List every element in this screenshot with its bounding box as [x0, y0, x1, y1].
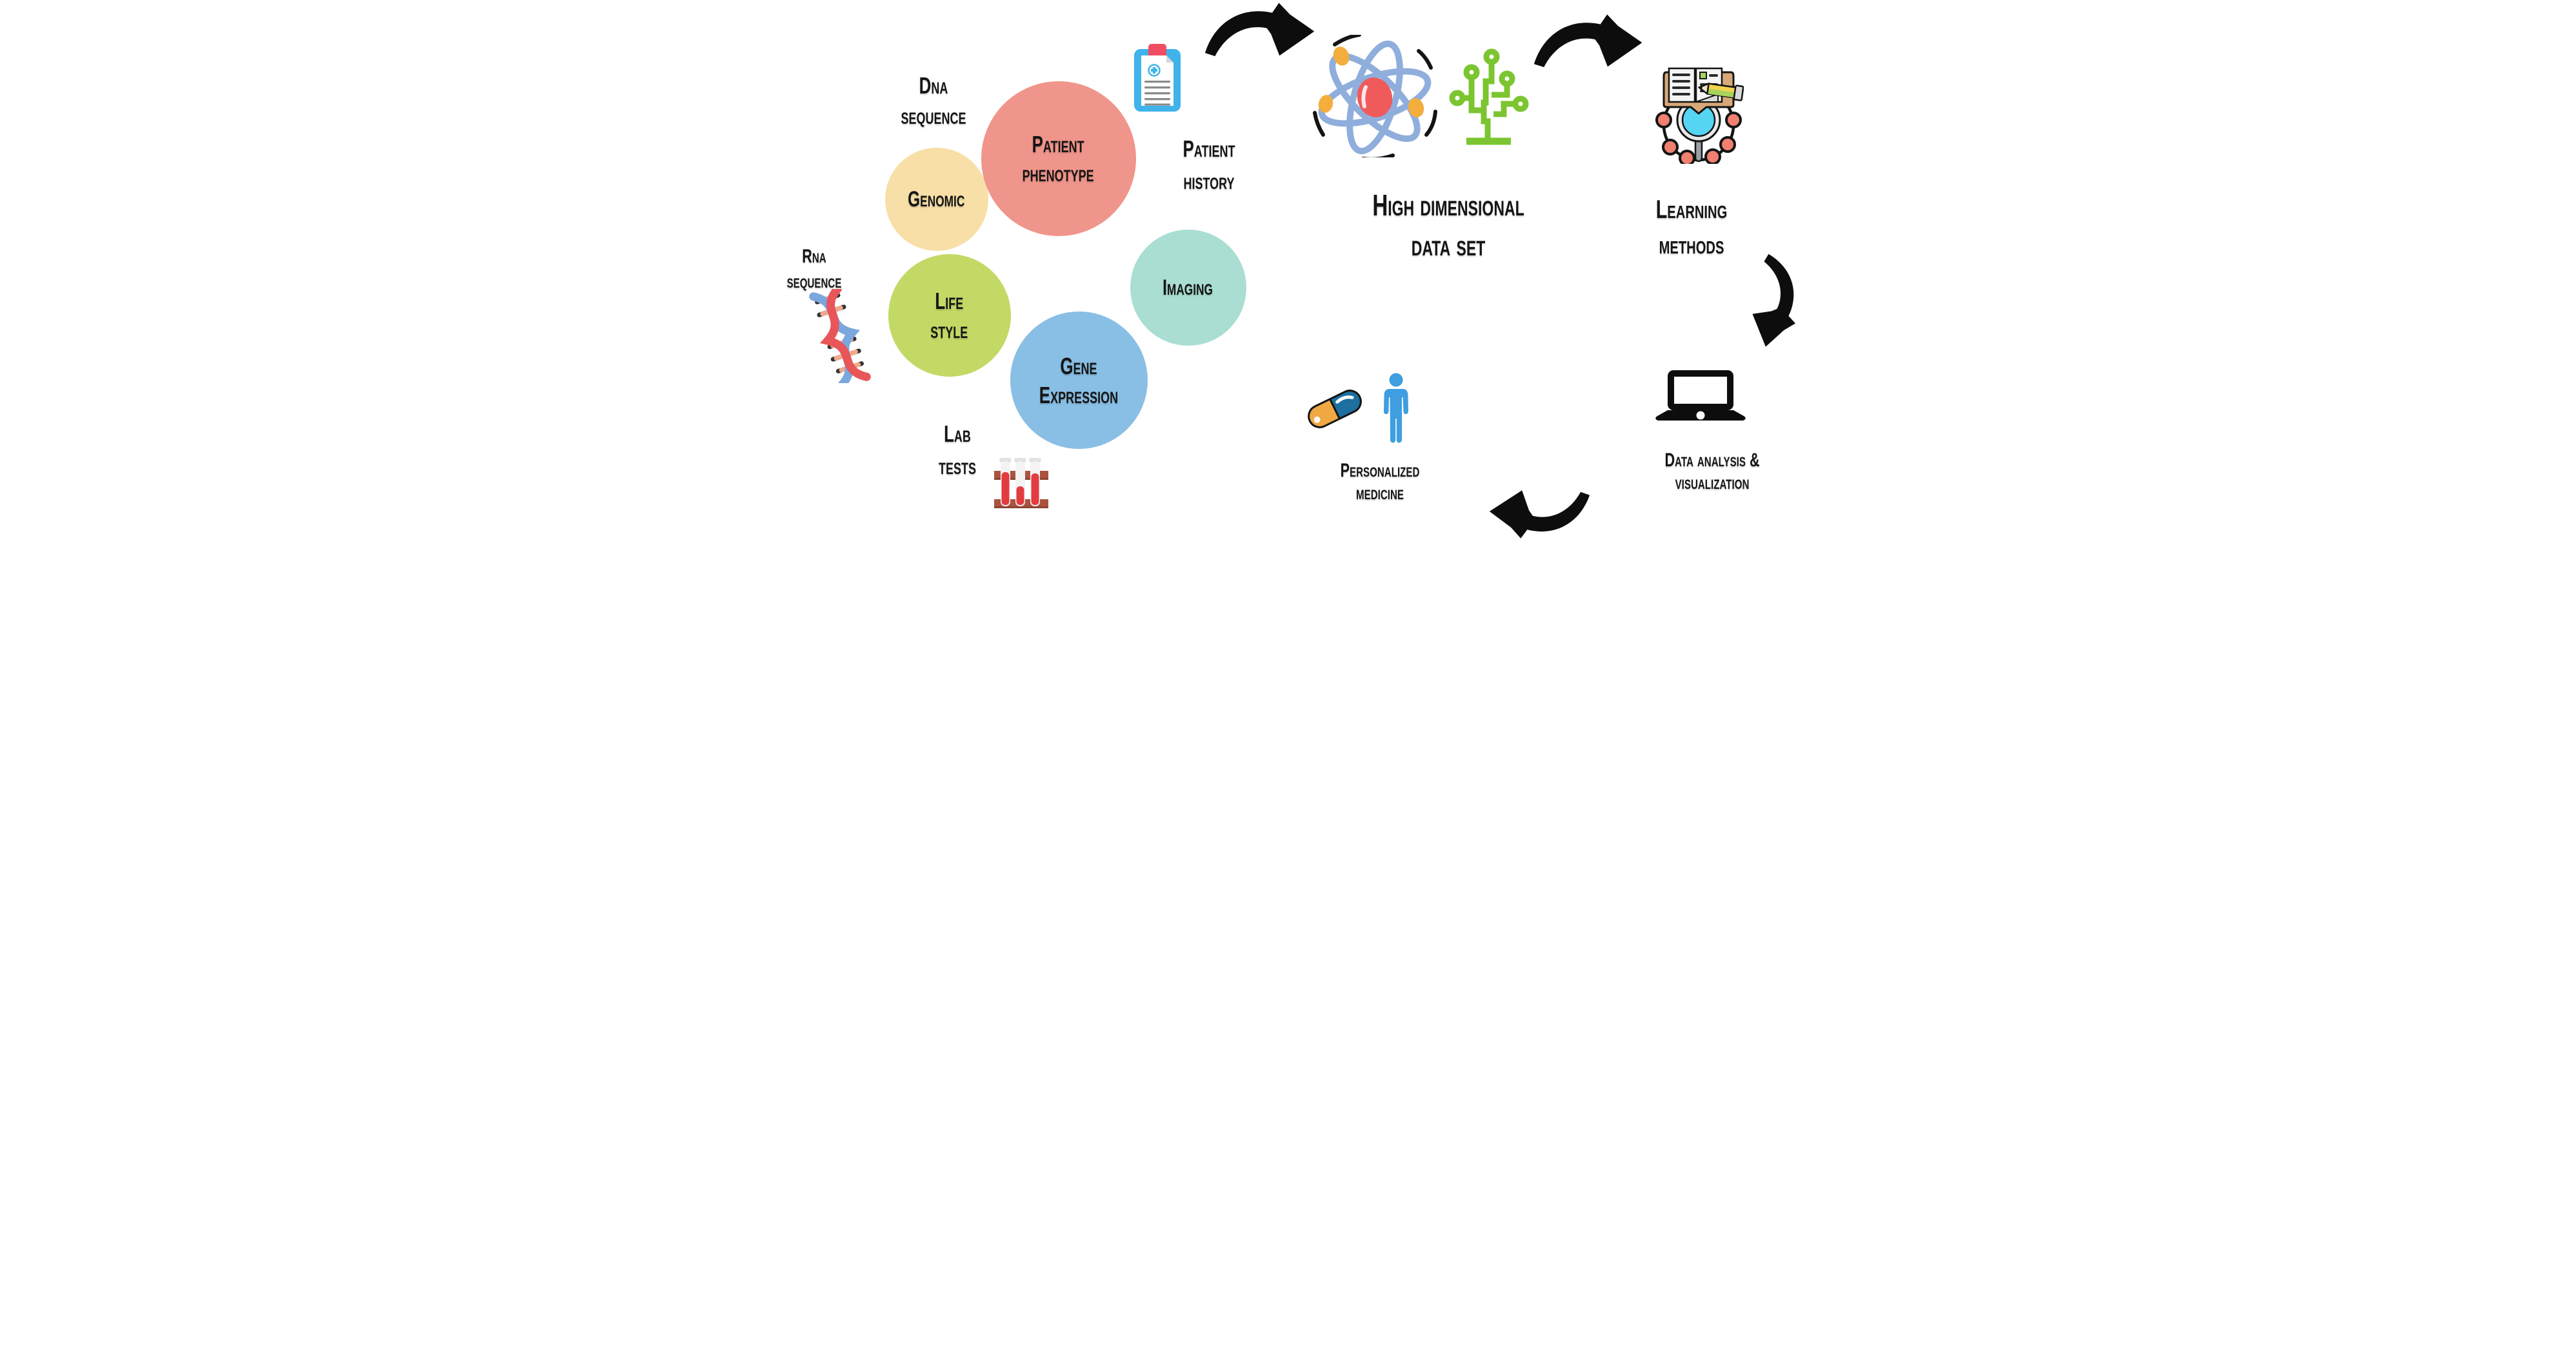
atom-icon	[1312, 35, 1441, 157]
label-dna-sequence: Dna sequence	[900, 72, 966, 129]
circle-life-style: Life style	[888, 254, 1011, 377]
arrow-sources-to-hub-icon	[1202, 1, 1318, 59]
label-rna-sequence: Rna sequence	[786, 246, 841, 292]
dna-helix-icon	[793, 289, 887, 383]
label-learning-methods: Learning methods	[1655, 195, 1727, 260]
personalized-medicine-workflow-diagram: Genomic Patient phenotype Life style Ima…	[772, 0, 1804, 548]
circle-gene-expression-label: Gene Expression	[1039, 352, 1119, 408]
circuit-tree-icon	[1447, 39, 1535, 161]
label-personalized-medicine: Personalized medicine	[1340, 460, 1419, 504]
circle-patient-phenotype: Patient phenotype	[981, 81, 1136, 236]
arrow-learning-to-analysis-icon	[1742, 250, 1804, 355]
laptop-icon	[1652, 369, 1749, 427]
arrow-hub-to-learning-icon	[1531, 13, 1646, 70]
book-magnifier-network-icon	[1653, 66, 1744, 164]
circle-genomic-label: Genomic	[908, 186, 965, 212]
pill-capsule-icon	[1303, 383, 1367, 433]
circle-imaging: Imaging	[1130, 230, 1246, 346]
circle-gene-expression: Gene Expression	[1010, 312, 1148, 449]
test-tube-rack-icon	[993, 453, 1048, 513]
circle-imaging-label: Imaging	[1163, 275, 1213, 300]
label-lab-tests: Lab tests	[938, 421, 976, 480]
label-data-analysis-visualization: Data analysis & visualization	[1664, 450, 1760, 494]
label-patient-history: Patient history	[1183, 135, 1235, 194]
circle-life-style-label: Life style	[930, 288, 968, 343]
label-high-dimensional-data-set: High dimensional data set	[1372, 188, 1524, 262]
arrow-analysis-to-outcome-icon	[1484, 486, 1593, 542]
medical-clipboard-icon	[1132, 41, 1183, 114]
person-icon	[1379, 373, 1413, 446]
circle-genomic: Genomic	[884, 148, 988, 251]
circle-patient-phenotype-label: Patient phenotype	[1022, 131, 1095, 186]
